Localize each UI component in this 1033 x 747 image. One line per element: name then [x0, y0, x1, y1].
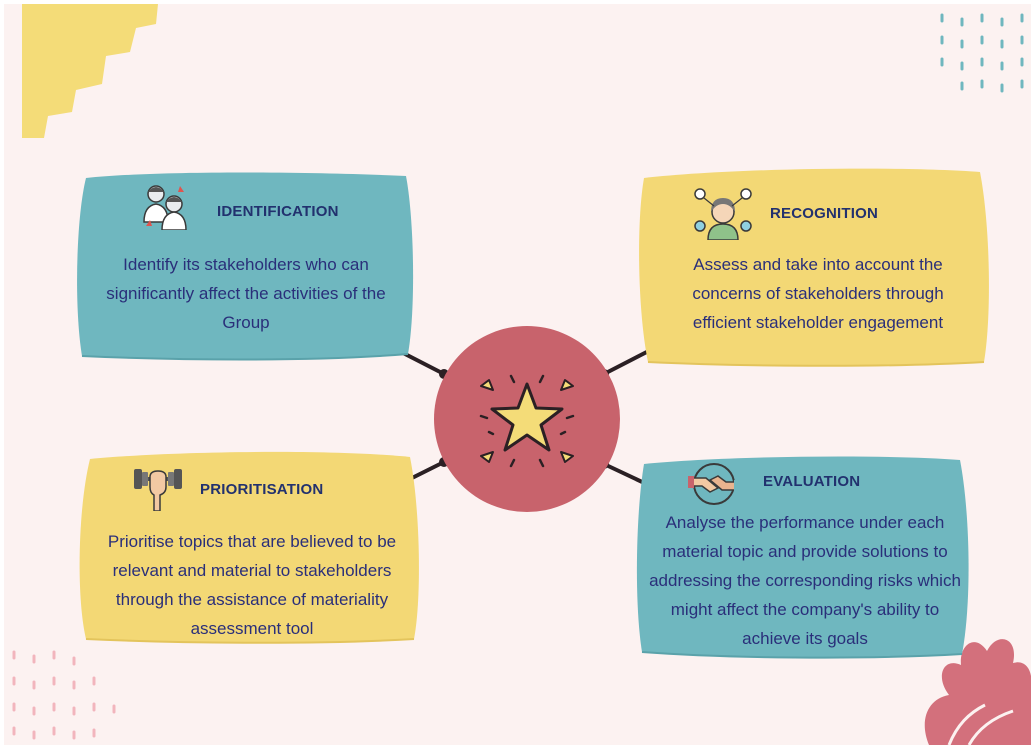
diagram-canvas: IDENTIFICATION Identify its stakeholders… — [4, 4, 1031, 745]
card-identification-text: Identify its stakeholders who can signif… — [106, 255, 386, 332]
card-recognition-title: RECOGNITION — [770, 205, 879, 222]
card-prioritisation-text: Prioritise topics that are believed to b… — [107, 532, 397, 638]
card-evaluation-text: Analyse the performance under each mater… — [649, 513, 961, 648]
card-identification-title: IDENTIFICATION — [217, 203, 339, 220]
decorative-dots-bottom-left — [12, 650, 116, 740]
card-recognition-text: Assess and take into account the concern… — [692, 255, 944, 332]
card-prioritisation: PRIORITISATION Prioritise topics that ar… — [72, 447, 422, 647]
dumbbell-icon — [134, 469, 182, 511]
handshake-icon — [688, 463, 740, 505]
card-recognition: RECOGNITION Assess and take into account… — [632, 164, 994, 369]
card-evaluation-background — [636, 456, 969, 659]
network-person-icon — [694, 188, 752, 240]
card-evaluation: EVALUATION Analyse the performance under… — [632, 452, 972, 660]
card-identification: IDENTIFICATION Identify its stakeholders… — [72, 168, 417, 363]
star-icon — [479, 374, 575, 468]
decorative-dots-top-right — [940, 13, 1024, 93]
center-hub — [434, 326, 620, 512]
stakeholders-icon — [143, 185, 187, 230]
decorative-leaf-bottom-right — [924, 639, 1031, 745]
card-prioritisation-title: PRIORITISATION — [200, 481, 324, 498]
card-prioritisation-background — [79, 451, 419, 644]
card-evaluation-title: EVALUATION — [763, 473, 861, 490]
decorative-blob-top-left — [22, 4, 158, 138]
